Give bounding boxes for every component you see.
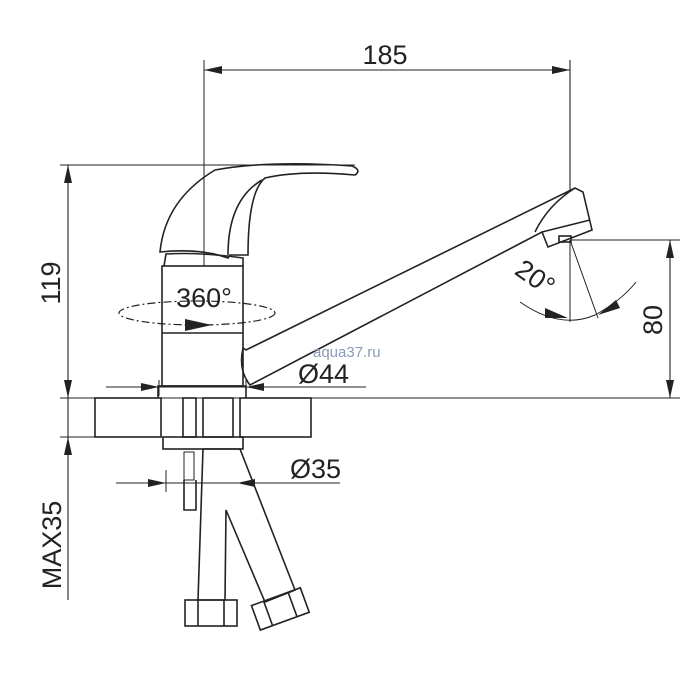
- label-d35: Ø35: [290, 454, 341, 484]
- watermark: aqua37.ru: [313, 344, 381, 361]
- mounting-kit: [162, 397, 311, 632]
- dimension-angle: [519, 239, 637, 322]
- label-max35: MAX35: [37, 501, 67, 590]
- hose-nut-right: [250, 586, 311, 632]
- dimension-max35: [60, 398, 165, 600]
- label-80: 80: [638, 305, 668, 335]
- countertop: [60, 397, 680, 438]
- label-d44: Ø44: [298, 359, 349, 389]
- dimension-119: [60, 164, 355, 398]
- dimension-d44: [106, 380, 366, 396]
- dimension-185: [204, 60, 571, 190]
- label-20: 20°: [510, 254, 561, 302]
- spout: [240, 187, 593, 387]
- lever-handle: [159, 162, 359, 259]
- hose-nut-left: [184, 599, 238, 627]
- label-119: 119: [36, 261, 66, 304]
- dimension-d35: [116, 470, 340, 492]
- rotation-indicator: [118, 60, 276, 331]
- label-360: 360°: [176, 283, 232, 313]
- dimension-80: [572, 239, 680, 398]
- label-185: 185: [362, 40, 407, 70]
